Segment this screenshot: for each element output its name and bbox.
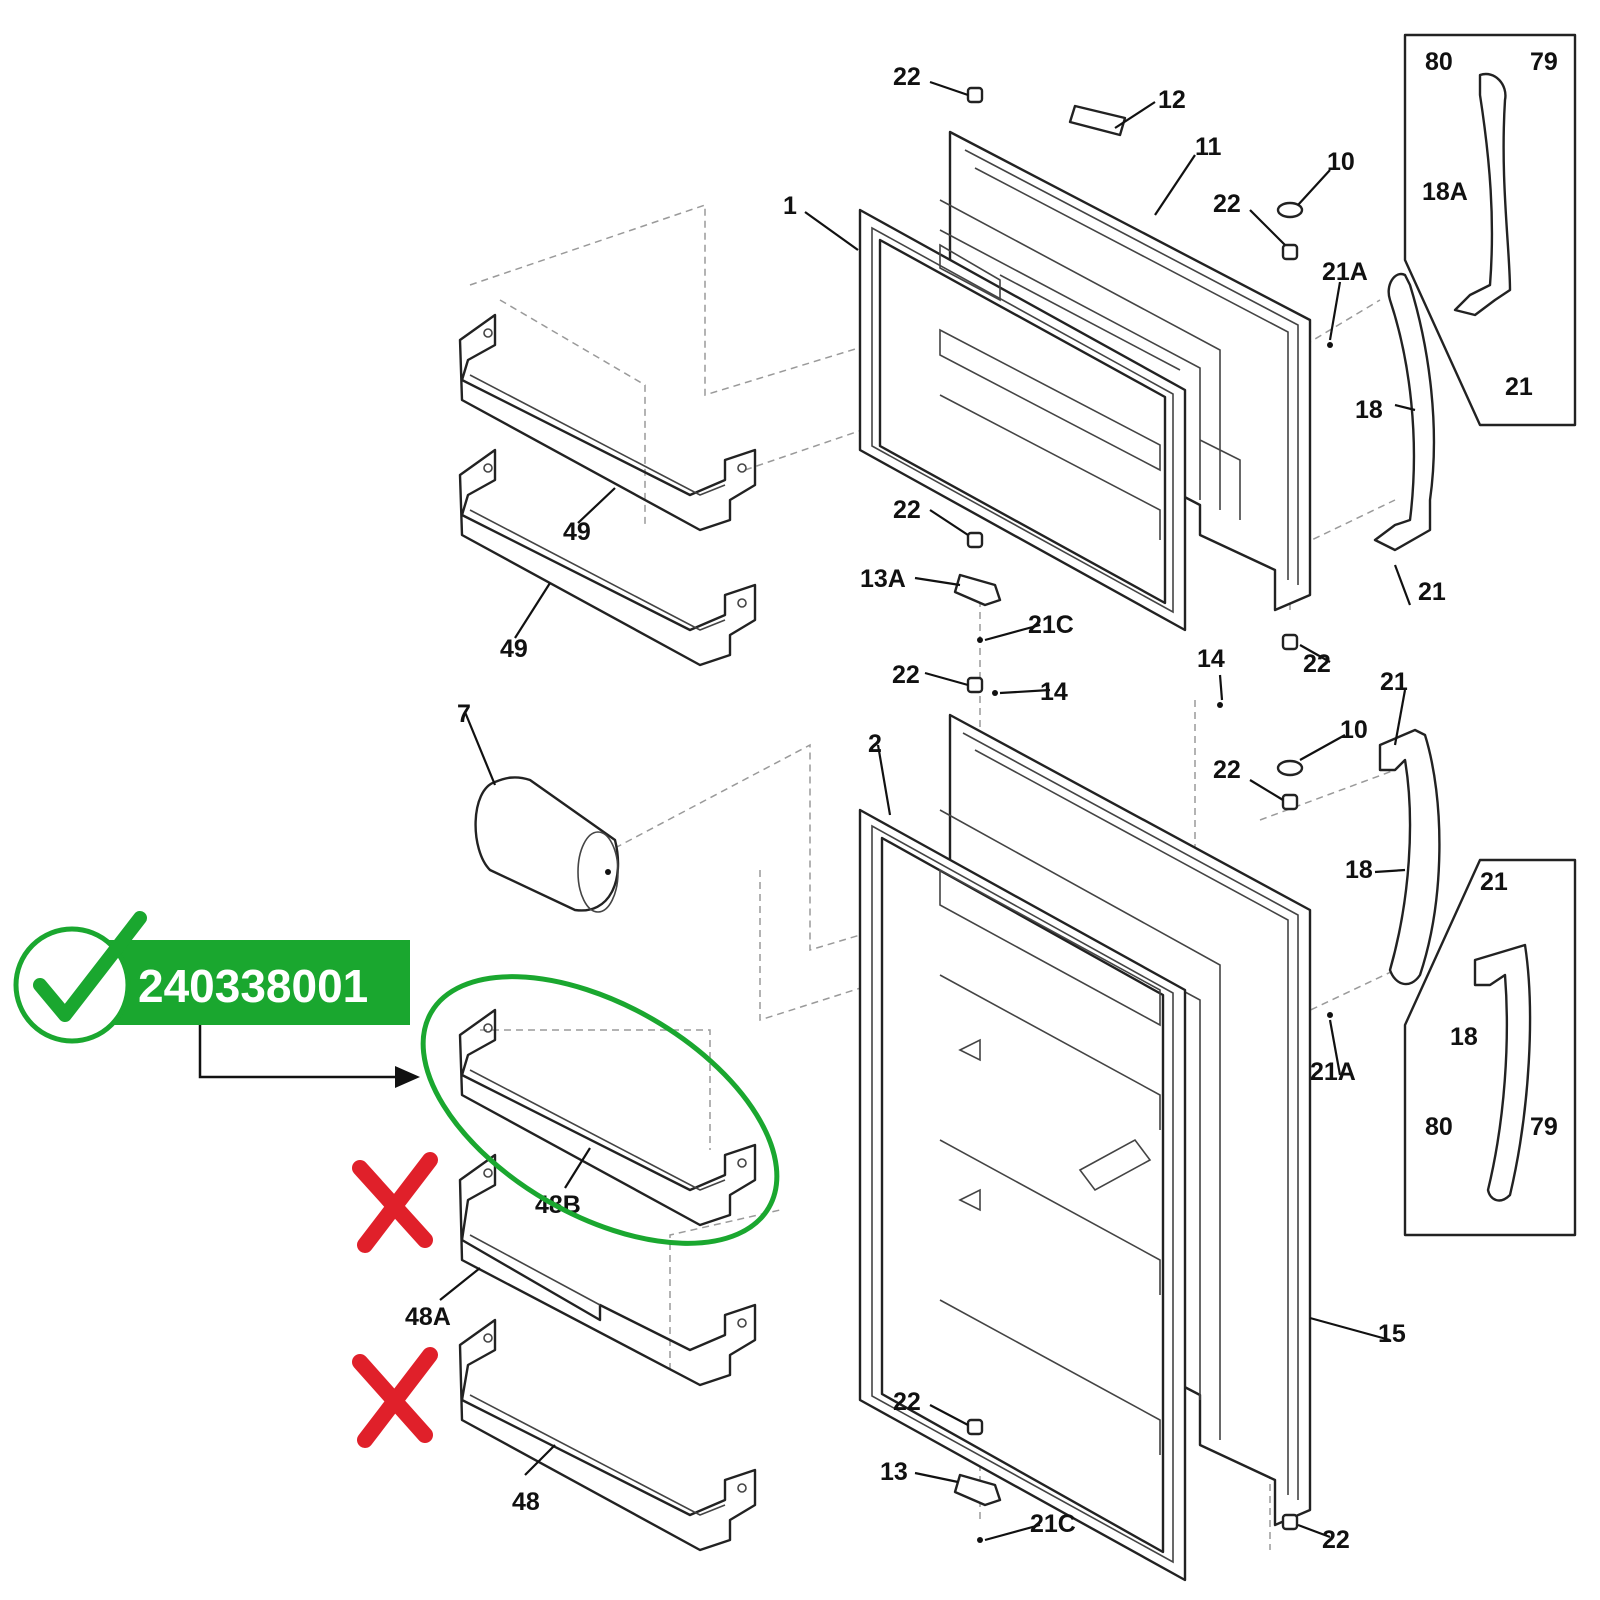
part-number-text: 240338001 <box>138 960 368 1012</box>
handle-18-middle <box>1378 728 1441 986</box>
label-48: 48 <box>512 1488 540 1516</box>
label-14: 14 <box>1197 645 1225 673</box>
red-x-icon <box>352 1347 438 1448</box>
handle-inset-lower: 21 18 80 79 <box>1403 858 1577 1237</box>
handle-inset-upper: 80 79 18A 21 <box>1403 33 1577 427</box>
label-21C: 21C <box>1030 1510 1076 1538</box>
door-bin-49-upper <box>458 313 757 532</box>
label-49: 49 <box>563 518 591 546</box>
handle-18-upper <box>1373 272 1436 552</box>
label-21: 21 <box>1418 578 1446 606</box>
freezer-liner-panels <box>939 243 1161 540</box>
freezer-gasket-1 <box>858 208 1187 632</box>
label-18: 18 <box>1345 856 1373 884</box>
label-22: 22 <box>893 1388 921 1416</box>
label-15: 15 <box>1378 1320 1406 1348</box>
label-22: 22 <box>1322 1526 1350 1554</box>
label-2: 2 <box>868 730 882 758</box>
label-14: 14 <box>1040 678 1068 706</box>
door-bin-48 <box>458 1318 757 1552</box>
door-bin-48A <box>458 1153 757 1387</box>
fresh-food-gasket-2 <box>858 808 1187 1582</box>
label-22: 22 <box>893 496 921 524</box>
label-13: 13 <box>880 1458 908 1486</box>
label-48A: 48A <box>405 1303 451 1331</box>
label-22: 22 <box>1213 756 1241 784</box>
part-number-callout: 240338001 <box>13 911 780 1246</box>
hardware-parts <box>953 86 1333 1543</box>
label-12: 12 <box>1158 86 1186 114</box>
label-49: 49 <box>500 635 528 663</box>
label-80: 80 <box>1425 1113 1453 1141</box>
highlight-ring <box>420 974 780 1246</box>
label-22: 22 <box>893 63 921 91</box>
label-18: 18 <box>1450 1023 1478 1051</box>
fresh-food-liner-shelves <box>939 868 1161 1455</box>
label-11: 11 <box>1195 133 1222 161</box>
label-21: 21 <box>1480 868 1508 896</box>
label-21: 21 <box>1380 668 1408 696</box>
label-18: 18 <box>1355 396 1383 424</box>
label-21A: 21A <box>1322 258 1368 286</box>
label-22: 22 <box>1303 650 1331 678</box>
label-22: 22 <box>892 661 920 689</box>
label-21C: 21C <box>1028 611 1074 639</box>
label-79: 79 <box>1530 48 1558 76</box>
label-22: 22 <box>1213 190 1241 218</box>
label-18A: 18A <box>1422 178 1468 206</box>
part-labels: 22 12 11 10 22 1 21A 18 22 49 13A 21 21C… <box>405 63 1446 1554</box>
label-7: 7 <box>457 700 471 728</box>
part-number-badge <box>100 940 410 1025</box>
label-1: 1 <box>783 192 797 220</box>
leader-lines <box>439 80 1416 1542</box>
red-x-icon <box>352 1152 438 1253</box>
label-10: 10 <box>1340 716 1368 744</box>
door-bin-49-lower <box>458 448 757 667</box>
dairy-cover-7 <box>474 776 620 913</box>
label-13A: 13A <box>860 565 906 593</box>
label-80: 80 <box>1425 48 1453 76</box>
label-79: 79 <box>1530 1113 1558 1141</box>
label-10: 10 <box>1327 148 1355 176</box>
arrow-right-icon <box>198 1025 420 1088</box>
check-circle-icon <box>13 911 147 1044</box>
label-21A: 21A <box>1310 1058 1356 1086</box>
door-bin-48B <box>458 1008 757 1227</box>
label-21: 21 <box>1505 373 1533 401</box>
